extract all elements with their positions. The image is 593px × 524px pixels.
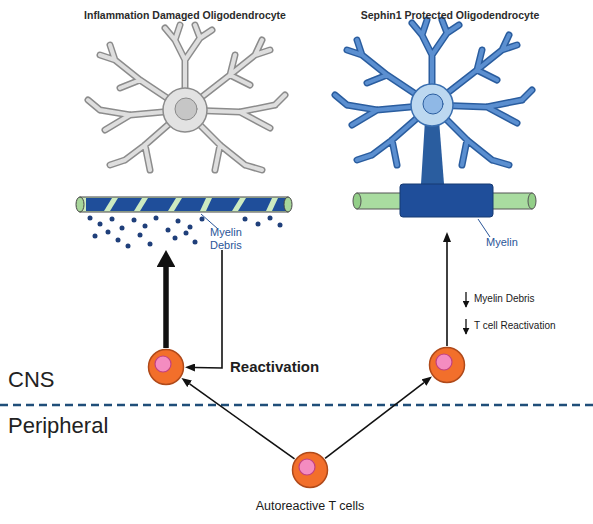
myelin-debris <box>154 216 159 221</box>
myelin-debris <box>176 219 181 224</box>
arrow-connector <box>325 383 424 459</box>
healthy-axon <box>400 184 493 217</box>
myelin-debris <box>93 234 98 239</box>
myelin-debris <box>256 222 261 227</box>
damaged-axon <box>140 198 176 211</box>
myelin-debris <box>166 228 171 233</box>
arrow-connector <box>195 250 222 368</box>
arrow-connector <box>163 267 169 348</box>
damaged-axon <box>110 198 142 211</box>
t-cell-shape <box>428 346 466 384</box>
myelin-debris <box>88 216 93 221</box>
myelin-debris <box>243 217 248 222</box>
myelin-debris <box>88 216 283 249</box>
protected-oligodendrocyte <box>423 94 443 114</box>
callout-label: Myelin <box>486 236 518 249</box>
cell-nucleus <box>299 459 315 475</box>
effect-label: T cell Reactivation <box>474 320 556 332</box>
myelin-debris <box>143 224 148 229</box>
myelin-debris <box>138 233 143 238</box>
damaged-axon <box>86 198 112 211</box>
healthy-axon <box>353 184 536 217</box>
compartment-label: CNS <box>8 367 54 392</box>
protected-oligodendrocyte <box>411 84 453 126</box>
damaged-axon <box>80 197 288 212</box>
decrease-arrow <box>465 292 466 307</box>
damaged-axon <box>284 197 292 212</box>
cell-body <box>149 350 184 385</box>
compartment-label: Peripheral <box>8 413 108 438</box>
cell-body <box>430 348 465 383</box>
t-cell <box>428 346 466 384</box>
damaged-oligodendrocyte <box>175 98 197 120</box>
callout-label: Myelin Debris <box>210 226 258 251</box>
compartment-divider <box>0 404 593 407</box>
damaged-axon <box>206 198 240 211</box>
myelin-debris <box>148 242 153 247</box>
myelin-debris <box>193 240 198 245</box>
myelin-debris <box>110 217 115 222</box>
edge-label: Reactivation <box>230 358 319 375</box>
myelin-debris <box>98 222 103 227</box>
myelin-debris <box>120 226 125 231</box>
protected-oligodendrocyte <box>421 120 444 184</box>
protected-oligodendrocyte <box>335 20 532 184</box>
myelin-debris <box>126 244 131 249</box>
cell-title: Inflammation Damaged Oligodendrocyte <box>45 9 325 21</box>
arrow-connector <box>446 242 448 346</box>
cell-title: Sephin1 Protected Oligodendrocyte <box>310 9 590 21</box>
myelin-debris <box>106 230 111 235</box>
damaged-axon <box>174 198 206 211</box>
damaged-oligodendrocyte <box>88 25 285 170</box>
effect-label: Myelin Debris <box>474 293 535 305</box>
myelin-debris <box>188 225 193 230</box>
arrow-connector <box>190 384 295 459</box>
cell-nucleus <box>155 356 171 372</box>
myelin-debris <box>184 231 189 236</box>
myelin-debris <box>116 238 121 243</box>
cell-body <box>293 453 328 488</box>
cell-nucleus <box>436 354 452 370</box>
healthy-axon <box>528 193 536 209</box>
t-cell-shape <box>291 451 329 489</box>
t-cell: Autoreactive T cells <box>291 451 329 489</box>
oligodendrocyte-cell: Inflammation Damaged Oligodendrocyte <box>75 2 295 250</box>
oligodendrocyte-cell: Sephin1 Protected Oligodendrocyte <box>340 2 560 232</box>
cell-caption: Autoreactive T cells <box>230 499 390 513</box>
myelin-debris <box>200 217 205 222</box>
myelin-debris <box>173 236 178 241</box>
damaged-axon <box>76 197 84 212</box>
decrease-arrow <box>465 319 466 334</box>
damaged-oligodendrocyte <box>163 88 207 132</box>
myelin-debris <box>132 218 137 223</box>
damaged-axon <box>238 198 272 211</box>
healthy-axon <box>353 193 361 209</box>
t-cell <box>147 348 185 386</box>
myelin-debris <box>268 216 273 221</box>
leader-line <box>478 219 490 237</box>
damaged-axon <box>76 197 292 212</box>
t-cell-shape <box>147 348 185 386</box>
myelin-debris <box>278 223 283 228</box>
damaged-oligodendrocyte <box>88 25 285 170</box>
damaged-oligodendrocyte <box>88 25 285 170</box>
